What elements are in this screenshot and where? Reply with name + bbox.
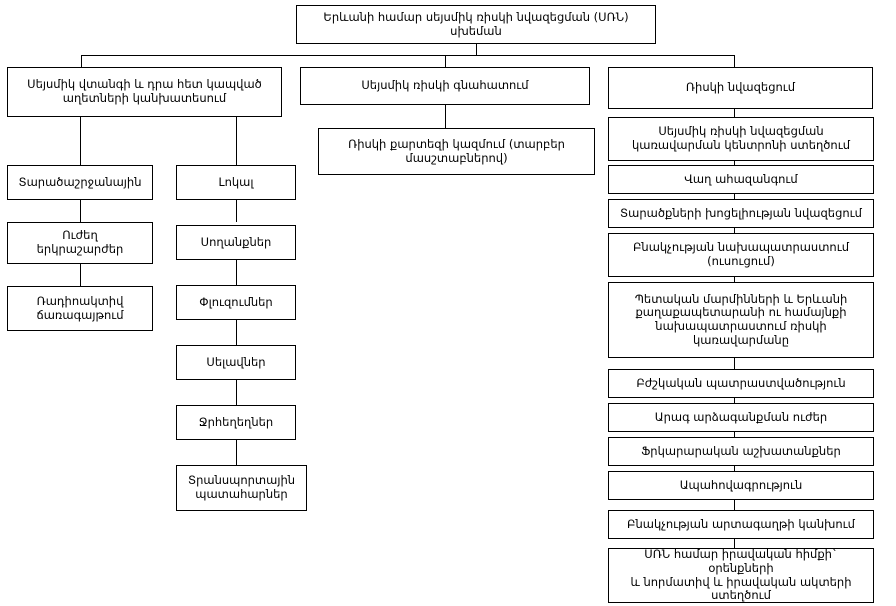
node-r8-label: Ֆրկարարական աշխատանքներ	[641, 443, 841, 458]
node-a2: Ուժեղ երկրաշարժեր	[7, 222, 153, 264]
node-b2-label: Սողանքներ	[200, 234, 272, 249]
node-b3-label: Փլուզումներ	[199, 294, 273, 309]
node-r4: Բնակչության նախապատրաստում (ուսուցում)	[608, 233, 874, 277]
node-r4-label: Բնակչության նախապատրաստում (ուսուցում)	[632, 240, 849, 268]
edge-bus-drop-middle	[445, 55, 446, 67]
node-root-label: Երևանի համար սեյսմիկ ռիսկի նվազեցման (ՍՌ…	[323, 9, 629, 38]
node-r3-label: Տարածքների խոցելիության նվազեցում	[620, 205, 862, 220]
edge-b3-b4	[236, 320, 237, 345]
edge-b5-b6	[236, 440, 237, 465]
edge-r4-r5	[734, 277, 735, 282]
node-branch-middle: Սեյսմիկ ռիսկի գնահատում	[300, 67, 590, 105]
node-r1-label: Սեյսմիկ ռիսկի նվազեցման կառավարման կենտր…	[631, 124, 851, 152]
node-b5: Ջրհեղեղներ	[176, 405, 296, 440]
edge-subcol-b-stem	[236, 117, 237, 165]
node-a1: Տարածաշրջանային	[7, 165, 153, 200]
node-r7-label: Արագ արձագանքման ուժեր	[654, 409, 828, 424]
node-r3: Տարածքների խոցելիության նվազեցում	[608, 199, 874, 228]
edge-r9-r10	[734, 500, 735, 510]
edge-b2-b3	[236, 260, 237, 285]
node-a1-label: Տարածաշրջանային	[18, 174, 142, 189]
node-b4: Սելավներ	[176, 345, 296, 380]
node-r5: Պետական մարմինների և Երևանի քաղաքապետարա…	[608, 282, 874, 358]
edge-a1-a2	[80, 200, 81, 222]
edge-r6-r7	[734, 398, 735, 403]
node-r5-label: Պետական մարմինների և Երևանի քաղաքապետարա…	[634, 291, 848, 347]
edge-r8-r9	[734, 466, 735, 471]
node-r1: Սեյսմիկ ռիսկի նվազեցման կառավարման կենտր…	[608, 117, 874, 161]
edge-subcol-a-stem	[80, 117, 81, 165]
edge-b4-b5	[236, 380, 237, 405]
edge-r1-r2	[734, 161, 735, 165]
node-m1: Ռիսկի քարտեզի կազմում (տարբեր մասշտաբներ…	[318, 128, 595, 175]
node-a3: Ռադիոակտիվ ճառագայթում	[7, 286, 153, 331]
node-r11: ՍՌՆ համար իրավական հիմքի` օրենքների և նո…	[608, 548, 874, 603]
node-b1: Լոկալ	[176, 165, 296, 200]
node-a2-label: Ուժեղ երկրաշարժեր	[36, 228, 124, 256]
edge-r7-r8	[734, 432, 735, 437]
node-r9: Ապահովագրություն	[608, 471, 874, 500]
node-branch-right: Ռիսկի նվազեցում	[608, 67, 873, 109]
edge-bus-drop-left	[81, 55, 82, 67]
node-b6-label: Տրանսպորտային պատահարներ	[187, 473, 296, 501]
node-b1-label: Լոկալ	[218, 174, 254, 189]
node-r9-label: Ապահովագրություն	[679, 477, 803, 492]
edge-r2-r3	[734, 194, 735, 199]
edge-b1-b2	[236, 200, 237, 222]
node-root: Երևանի համար սեյսմիկ ռիսկի նվազեցման (ՍՌ…	[296, 5, 656, 44]
edge-middle-m1	[445, 105, 446, 128]
edge-root-stem	[476, 44, 477, 56]
edge-a2-a3	[80, 264, 81, 286]
node-b4-label: Սելավներ	[206, 354, 266, 369]
node-b6: Տրանսպորտային պատահարներ	[176, 465, 307, 511]
node-r6-label: Բժշկական պատրաստվածություն	[636, 375, 846, 390]
node-a3-label: Ռադիոակտիվ ճառագայթում	[36, 293, 124, 322]
edge-main-bus	[81, 55, 735, 56]
node-r10-label: Բնակչության արտագաղթի կանխում	[627, 516, 855, 531]
node-r6: Բժշկական պատրաստվածություն	[608, 369, 874, 398]
node-r2-label: Վաղ ահազանգում	[684, 171, 798, 186]
node-branch-middle-label: Սեյսմիկ ռիսկի գնահատում	[361, 78, 529, 93]
node-r10: Բնակչության արտագաղթի կանխում	[608, 510, 874, 539]
edge-r10-r11	[734, 539, 735, 548]
node-b3: Փլուզումներ	[176, 285, 296, 320]
node-branch-left-label: Սեյսմիկ վտանգի և դրա հետ կապված աղետների…	[27, 77, 262, 105]
edge-r5-r6	[734, 358, 735, 369]
node-m1-label: Ռիսկի քարտեզի կազմում (տարբեր մասշտաբներ…	[348, 136, 565, 165]
node-b2: Սողանքներ	[176, 225, 296, 260]
node-r11-label: ՍՌՆ համար իրավական հիմքի` օրենքների և նո…	[630, 547, 852, 603]
edge-bus-drop-right	[734, 55, 735, 67]
node-r2: Վաղ ահազանգում	[608, 165, 874, 194]
node-r8: Ֆրկարարական աշխատանքներ	[608, 437, 874, 466]
node-b5-label: Ջրհեղեղներ	[198, 414, 274, 429]
edge-right-r1	[734, 109, 735, 117]
node-r7: Արագ արձագանքման ուժեր	[608, 403, 874, 432]
node-branch-right-label: Ռիսկի նվազեցում	[685, 80, 796, 95]
edge-r3-r4	[734, 228, 735, 233]
node-branch-left: Սեյսմիկ վտանգի և դրա հետ կապված աղետների…	[7, 67, 282, 117]
